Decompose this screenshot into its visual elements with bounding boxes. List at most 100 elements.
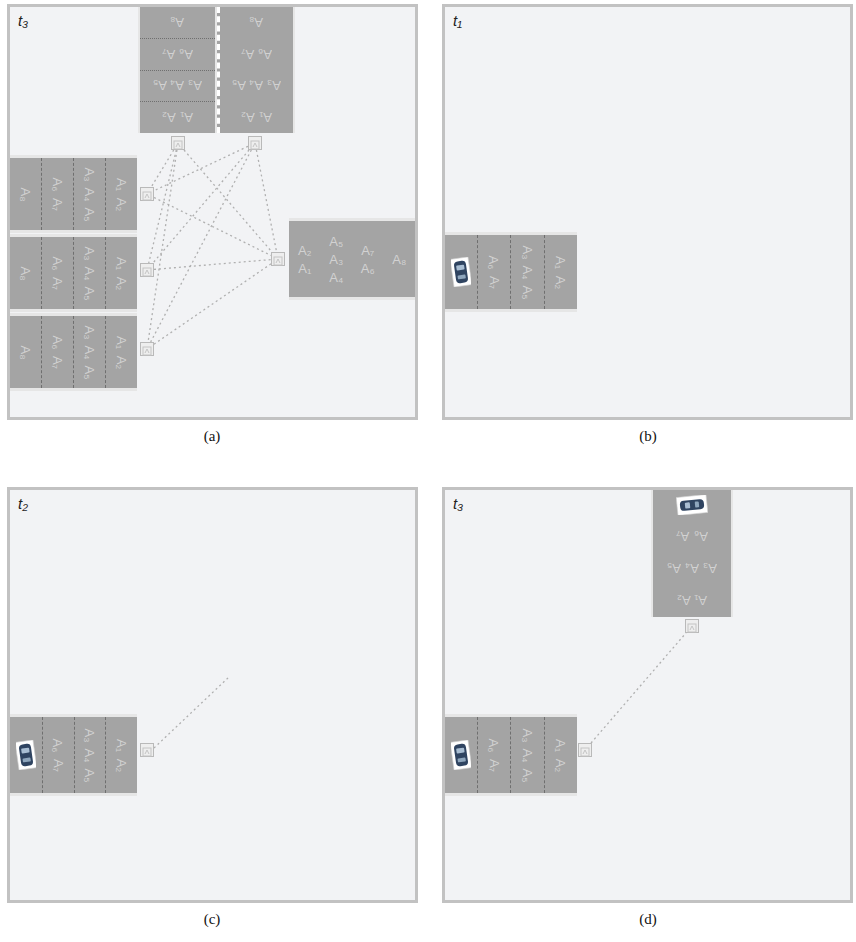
lane: A₆A₇ [41, 158, 73, 230]
pending-link [154, 676, 230, 748]
port-icon [141, 746, 153, 758]
road-segment: A₈A₆A₇A₃A₄A₅A₁A₂ [10, 155, 137, 233]
lane-label: A₂ [241, 110, 255, 125]
lane-layout: A₈A₇A₆A₅A₄A₃A₂A₁ [220, 7, 293, 133]
lane-layout: A₈A₆A₇A₃A₄A₅A₁A₂ [10, 237, 137, 309]
lane-label: A₆ [50, 335, 65, 349]
lane: A₃A₄A₅ [73, 237, 105, 309]
car-icon [676, 495, 708, 515]
lane-label: A₁ [114, 177, 129, 190]
dotted-link [591, 633, 686, 743]
lane-label: A₄ [520, 265, 535, 279]
lane: A₁A₂ [105, 158, 137, 230]
time-label: t₁ [453, 12, 462, 29]
lane: A₈ [10, 316, 41, 388]
lane-label: A₁ [114, 738, 129, 751]
road-segment: A₂A₁A₅A₃A₄A₇A₆A₈ [289, 218, 415, 300]
link-port [248, 136, 262, 150]
lane-label: A₆ [50, 256, 65, 270]
lane-label: A₇ [50, 276, 65, 289]
lane-label: A₃ [188, 78, 202, 93]
lane: A₈ [140, 7, 215, 38]
port-icon [141, 266, 153, 278]
link-port [271, 252, 285, 266]
lane-label: A₃ [82, 246, 97, 260]
link-port [140, 263, 154, 277]
road-segment: A₈A₇A₆A₅A₄A₃A₂A₁ [138, 7, 217, 133]
road-segment: A₆A₇A₃A₄A₅A₁A₂ [445, 232, 577, 312]
lane-label: A₄ [83, 748, 98, 762]
lane-label: A₂ [553, 758, 568, 772]
lane-layout: A₆A₇A₃A₄A₅A₁A₂ [445, 235, 577, 309]
lane-layout: A₆A₇A₃A₄A₅A₁A₂ [10, 717, 137, 793]
lane-label: A₅ [82, 207, 97, 221]
car-cell [10, 717, 42, 793]
road-segment: A₇A₆A₅A₄A₃A₂A₁ [651, 490, 733, 617]
lane: A₂A₁ [289, 221, 321, 297]
lane-label: A₁ [114, 335, 129, 348]
lane: A₅A₄A₃ [140, 70, 215, 102]
lane-label: A₁ [114, 256, 129, 269]
lane-label: A₅ [667, 561, 681, 576]
lane: A₆ A₇ [477, 235, 510, 309]
lane-label: A₇ [162, 47, 175, 62]
lane: A₆ A₇ [41, 316, 73, 388]
dotted-link [154, 260, 271, 270]
link-port [140, 187, 154, 201]
panel-caption: (c) [204, 911, 221, 928]
link-port [171, 136, 185, 150]
lane-label: A₂ [114, 758, 129, 772]
dotted-link [148, 150, 177, 342]
time-panel: t₂A₆A₇A₃A₄A₅A₁A₂ [7, 487, 418, 903]
lane-label: A₇ [361, 243, 374, 258]
lane-label: A₆ [487, 255, 502, 269]
dotted-link [256, 150, 276, 252]
lane-label: A₄ [82, 187, 97, 201]
lane: A₂A₁ [653, 585, 731, 617]
lane: A₈ [384, 221, 416, 297]
lane-layout: A₆A₇A₃A₄A₅A₁A₂ [445, 717, 577, 793]
lane: A₃A₄A₅ [73, 158, 105, 230]
lane: A₇A₆ [352, 221, 384, 297]
lane-label: A₁ [259, 110, 272, 125]
lane-layout: A₂A₁A₅A₃A₄A₇A₆A₈ [289, 221, 415, 297]
dotted-link [151, 150, 173, 187]
lane: A₅A₄A₃ [220, 70, 293, 102]
car-icon [16, 740, 36, 770]
lane-label: A₂ [298, 243, 312, 258]
lane-label: A₅ [520, 285, 535, 299]
lane-layout: A₇A₆A₅A₄A₃A₂A₁ [653, 490, 731, 617]
lane-label: A₃ [329, 252, 343, 267]
time-panel: t₃A₈A₇A₆A₅A₄A₃A₂A₁A₈A₇A₆A₅A₄A₃A₂A₁A₈A₆A₇… [7, 4, 418, 420]
lane-label: A₆ [258, 47, 272, 62]
lane-label: A₁ [553, 255, 568, 268]
lane-label: A₂ [553, 275, 568, 289]
road-segment: A₆A₇A₃A₄A₅A₁A₂ [10, 714, 137, 796]
panel-ground [8, 5, 417, 419]
lane-label: A₁ [694, 593, 707, 608]
lane-label: A₆ [51, 738, 66, 752]
lane-label: A₄ [685, 561, 699, 576]
dotted-link [154, 264, 271, 344]
lane: A₁ A₂ [544, 235, 577, 309]
lane-label: A₆ [694, 529, 708, 544]
lane-label: A₂ [114, 276, 129, 290]
lane-label: A₅ [329, 234, 343, 249]
lane: A₆A₇ [477, 717, 510, 793]
link-port [685, 619, 699, 633]
port-icon [172, 139, 184, 151]
port-icon [141, 190, 153, 202]
lane-label: A₈ [249, 15, 263, 30]
panel-ground [443, 488, 852, 902]
time-label: t₃ [18, 12, 28, 29]
lane: A₁A₂ [105, 316, 137, 388]
time-panel: t₃A₇A₆A₅A₄A₃A₂A₁A₆A₇A₃A₄A₅A₁A₂ [442, 487, 853, 903]
time-panel: t₁A₆A₇A₃A₄A₅A₁A₂ [442, 4, 853, 420]
lane-label: A₇ [50, 355, 65, 368]
lane-label: A₈ [392, 252, 406, 267]
port-icon [579, 746, 591, 758]
lane-label: A₇ [487, 275, 502, 288]
lane-label: A₄ [520, 748, 535, 762]
time-label: t₂ [18, 495, 28, 512]
lane: A₃A₄A₅ [74, 717, 106, 793]
